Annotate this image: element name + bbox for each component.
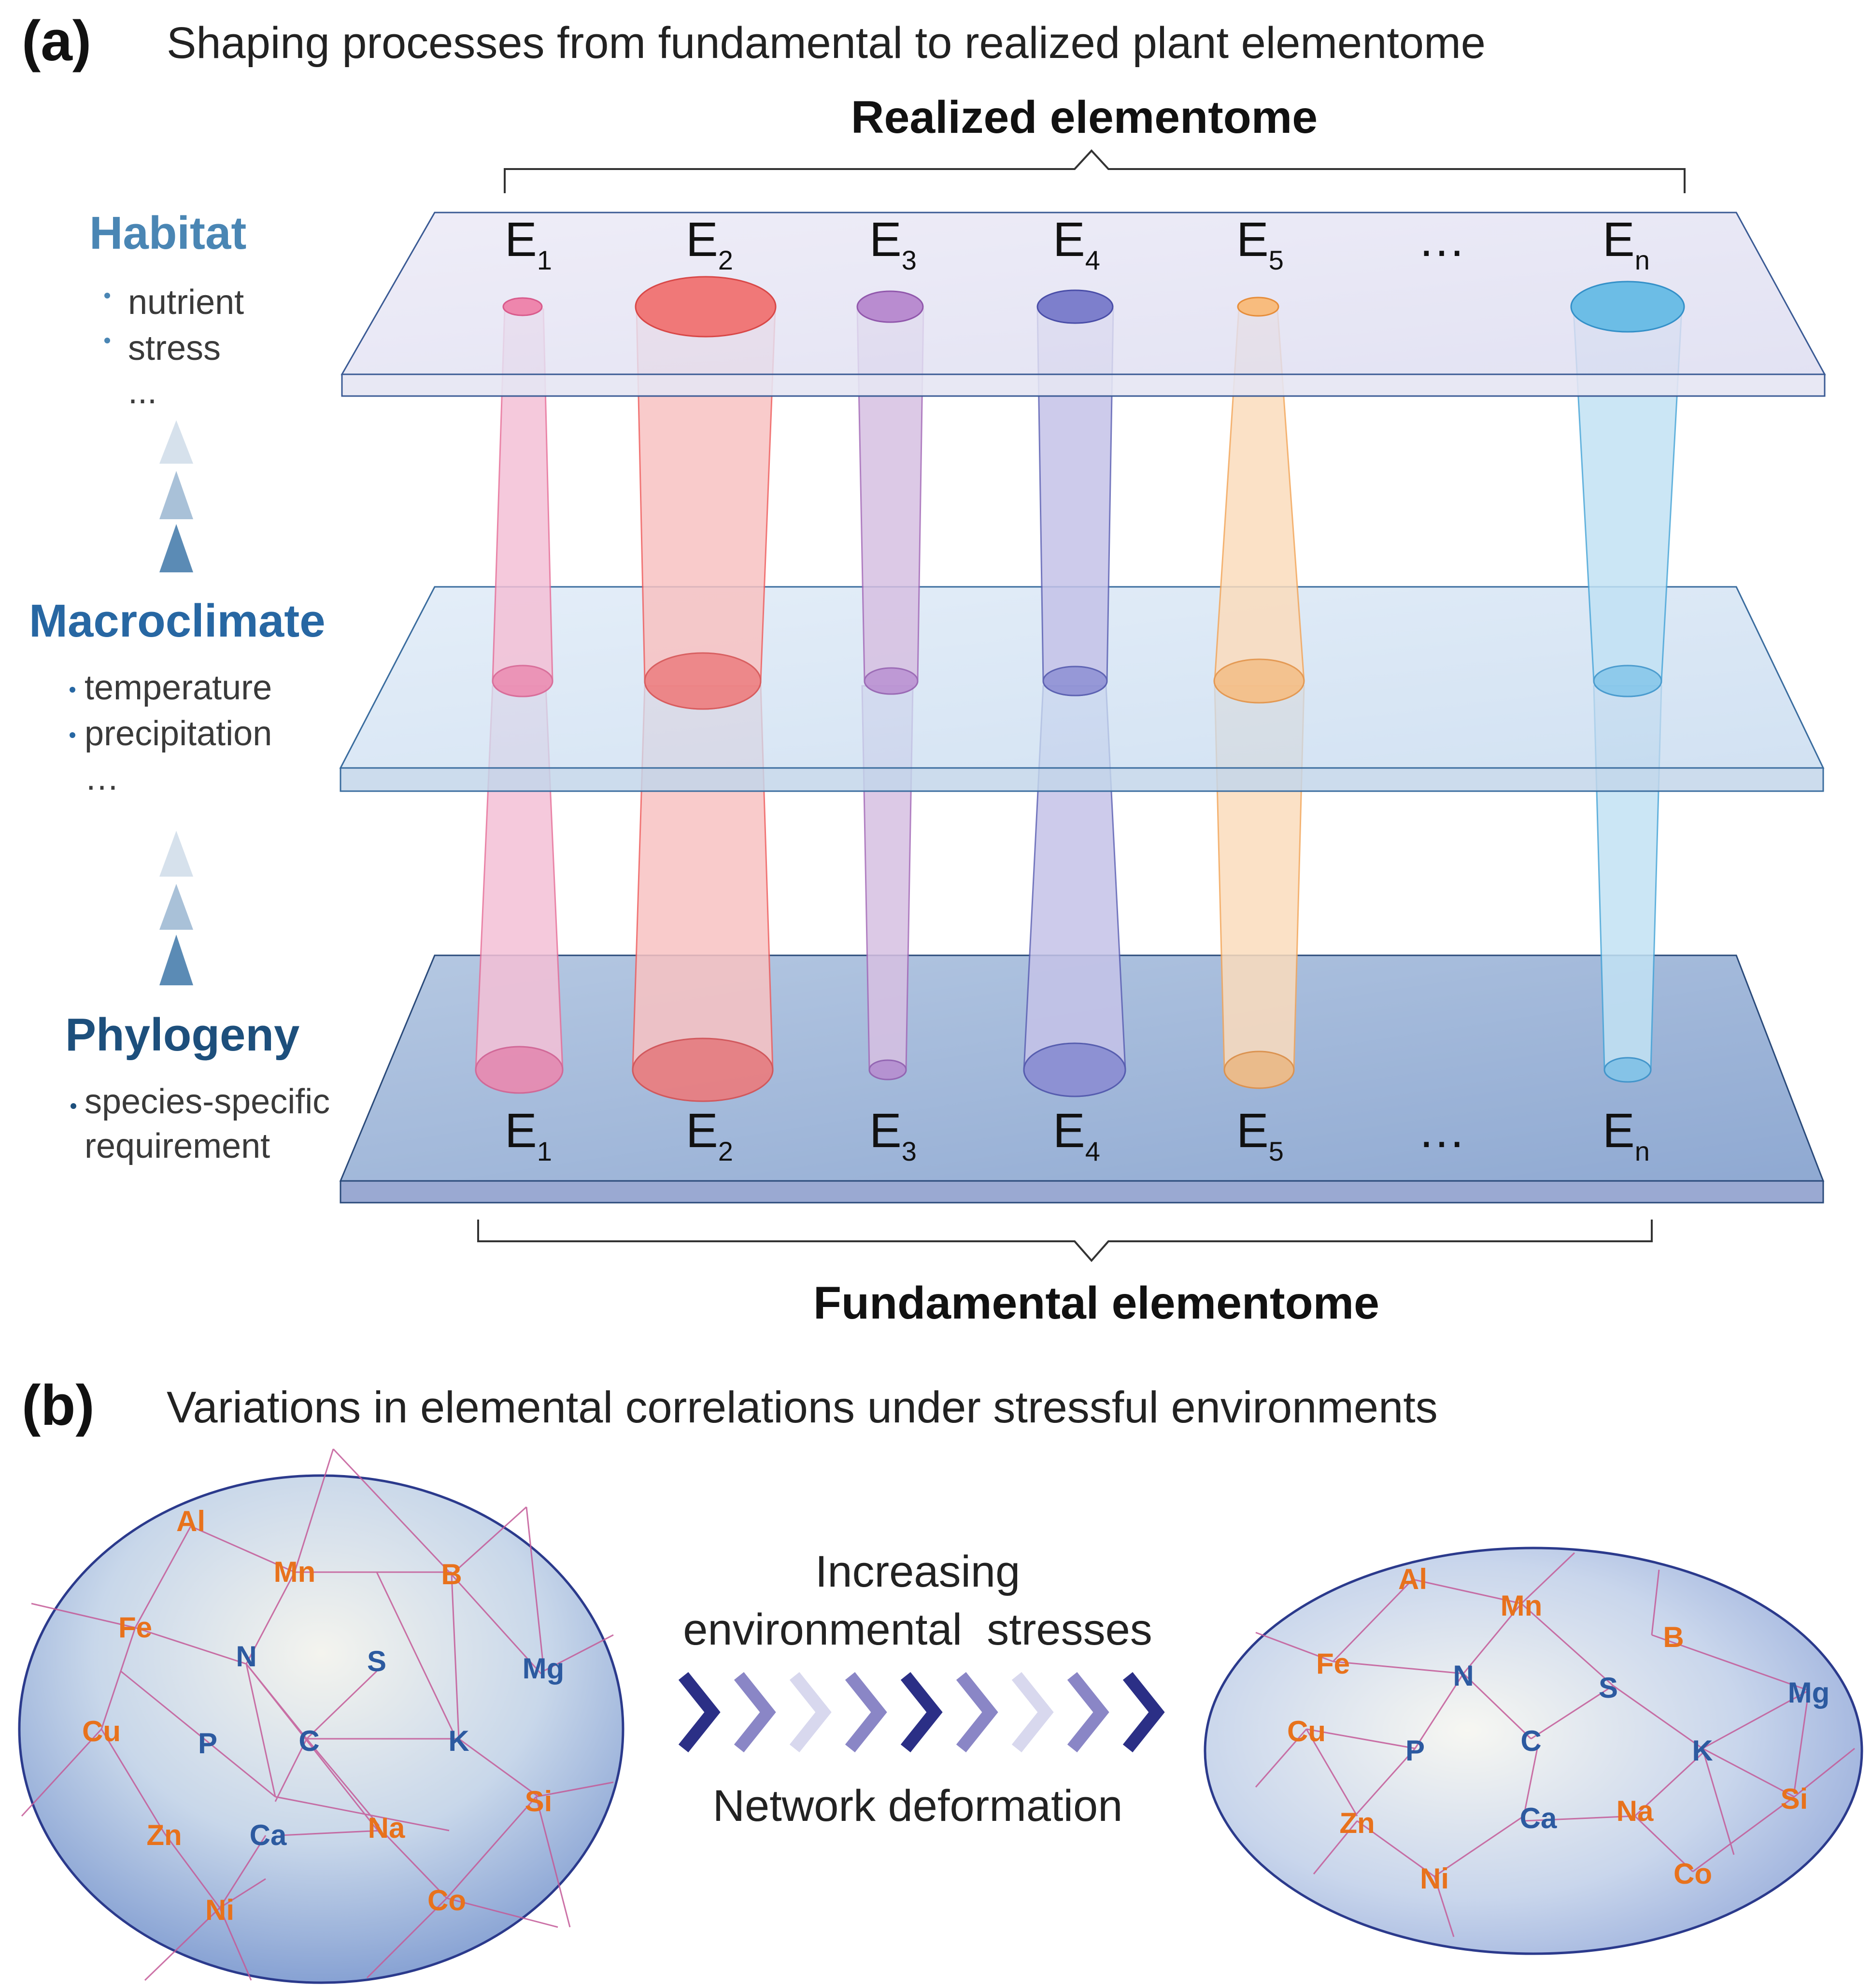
- left-node-mg: Mg: [523, 1652, 565, 1685]
- top-en: En: [1603, 213, 1650, 275]
- bottom-e2: E2: [686, 1104, 733, 1166]
- realized-elementome-label: Realized elementome: [851, 92, 1318, 143]
- macroclimate-heading: Macroclimate: [29, 595, 326, 647]
- left-node-ca: Ca: [250, 1819, 287, 1851]
- right-node-si: Si: [1781, 1783, 1808, 1815]
- top-e-ellipsis: …: [1418, 213, 1466, 267]
- left-node-n: N: [236, 1640, 256, 1673]
- right-node-mn: Mn: [1501, 1590, 1543, 1622]
- bottom-e5: E5: [1236, 1104, 1284, 1166]
- bullet-dot: [104, 293, 110, 298]
- right-node-na: Na: [1617, 1795, 1654, 1827]
- right-node-b: B: [1663, 1621, 1684, 1653]
- left-network: Al Mn B Fe N S Mg Cu P C K Si Zn Ca Na N…: [18, 1448, 624, 1984]
- bullet-dot: [70, 687, 75, 693]
- stress-chevrons: [678, 1672, 1165, 1753]
- realized-ellipses: [502, 276, 1685, 338]
- left-node-s: S: [367, 1645, 386, 1677]
- upward-arrows-top: [159, 420, 193, 572]
- right-node-al: Al: [1398, 1563, 1427, 1595]
- left-node-mn: Mn: [274, 1556, 316, 1588]
- macroclimate-ellipsis: …: [85, 759, 119, 797]
- left-node-c: C: [298, 1725, 319, 1757]
- top-element-labels: E1 E2 E3 E4 E5 … En: [505, 213, 1650, 275]
- network-deformation-label: Network deformation: [713, 1781, 1123, 1831]
- panel-a-label: (a): [22, 9, 91, 73]
- left-node-zn: Zn: [146, 1819, 182, 1851]
- macroclimate-factor-precipitation: precipitation: [85, 714, 272, 753]
- right-node-ca: Ca: [1520, 1802, 1557, 1834]
- right-node-mg: Mg: [1788, 1676, 1830, 1709]
- right-node-c: C: [1520, 1725, 1541, 1757]
- top-e3: E3: [869, 213, 917, 275]
- right-node-fe: Fe: [1316, 1647, 1350, 1680]
- left-node-p: P: [198, 1727, 217, 1760]
- macroclimate-factor-temperature: temperature: [85, 668, 272, 707]
- top-e1: E1: [505, 213, 552, 275]
- phylogeny-heading: Phylogeny: [65, 1009, 299, 1061]
- habitat-ellipsis: ...: [128, 372, 157, 411]
- phylogeny-factor-requirement: requirement: [85, 1127, 270, 1165]
- right-node-co: Co: [1673, 1858, 1712, 1890]
- bottom-e1: E1: [505, 1104, 552, 1166]
- panel-b-label: (b): [22, 1374, 95, 1437]
- right-node-ni: Ni: [1420, 1862, 1449, 1895]
- panel-a-title: Shaping processes from fundamental to re…: [167, 18, 1486, 68]
- left-node-co: Co: [427, 1884, 466, 1917]
- fundamental-bracket: [477, 1220, 1653, 1263]
- right-node-zn: Zn: [1339, 1807, 1375, 1839]
- left-node-cu: Cu: [82, 1715, 121, 1747]
- right-node-cu: Cu: [1287, 1715, 1326, 1747]
- phylogeny-factor-species-specific: species-specific: [85, 1082, 330, 1121]
- left-node-k: K: [448, 1725, 469, 1757]
- left-node-b: B: [441, 1558, 462, 1590]
- bullet-dot: [71, 1103, 76, 1109]
- top-e2: E2: [686, 213, 733, 275]
- panel-b-title: Variations in elemental correlations und…: [167, 1383, 1438, 1432]
- left-node-ni: Ni: [205, 1894, 234, 1926]
- habitat-factor-stress: stress: [128, 329, 221, 368]
- realized-bracket: [504, 149, 1686, 193]
- upward-arrows-bottom: [159, 831, 193, 985]
- habitat-heading: Habitat: [89, 207, 246, 259]
- bottom-element-labels: E1 E2 E3 E4 E5 … En: [505, 1104, 1650, 1166]
- bottom-e-ellipsis: …: [1418, 1104, 1466, 1158]
- fundamental-elementome-label: Fundamental elementome: [813, 1278, 1379, 1329]
- left-node-si: Si: [525, 1785, 553, 1818]
- right-node-k: K: [1692, 1734, 1713, 1767]
- right-node-s: S: [1599, 1672, 1618, 1704]
- left-node-al: Al: [176, 1505, 205, 1537]
- upper-cylinders: [492, 308, 1683, 710]
- bottom-en: En: [1603, 1104, 1650, 1166]
- bottom-e3: E3: [869, 1104, 917, 1166]
- top-e5: E5: [1236, 213, 1284, 275]
- right-node-n: N: [1453, 1660, 1474, 1692]
- bullet-dot: [70, 732, 75, 738]
- bottom-e4: E4: [1053, 1104, 1100, 1166]
- habitat-factor-nutrient: nutrient: [128, 283, 244, 322]
- right-network: Al Mn B Fe N S Mg Cu P C K Si Zn Ca Na N…: [1204, 1547, 1863, 1955]
- right-node-p: P: [1405, 1734, 1425, 1767]
- left-node-na: Na: [368, 1812, 405, 1844]
- top-e4: E4: [1053, 213, 1100, 275]
- environmental-stresses-label: environmental stresses: [683, 1605, 1152, 1654]
- increasing-label: Increasing: [815, 1547, 1020, 1596]
- bullet-dot: [104, 338, 110, 343]
- left-node-fe: Fe: [118, 1611, 152, 1644]
